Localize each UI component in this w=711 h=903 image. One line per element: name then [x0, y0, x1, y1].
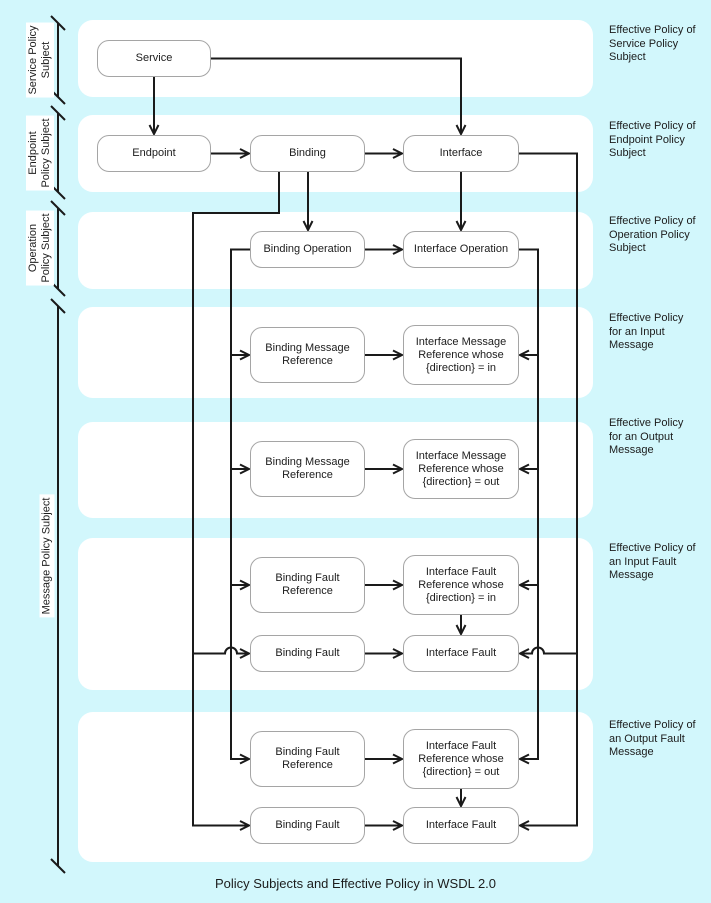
node-binding-fault-output: Binding Fault — [250, 807, 365, 844]
label-service-policy-subject: Service Policy Subject — [26, 22, 54, 98]
label-endpoint-policy-subject: Endpoint Policy Subject — [26, 115, 54, 191]
label-effective-policy-endpoint: Effective Policy of Endpoint Policy Subj… — [609, 120, 696, 159]
connector-endpoint-to-binding — [211, 148, 252, 159]
node-interface-fault-reference-output: Interface Fault Reference whose {directi… — [403, 729, 519, 789]
connector-binding-fault-reference-out-to-interface-fault-reference-out — [365, 753, 405, 765]
connector-interface-fault-reference-out-to-interface-fault — [455, 789, 467, 809]
node-binding-operation: Binding Operation — [250, 231, 365, 268]
bracket-message-policy-subject — [50, 298, 66, 874]
label-effective-policy-output-fault: Effective Policy of an Output Fault Mess… — [609, 719, 696, 758]
node-endpoint: Endpoint — [97, 135, 211, 172]
connector-interface-operation-to-references — [517, 248, 539, 765]
connector-binding-to-binding-fault-output — [192, 172, 280, 831]
label-effective-policy-service: Effective Policy of Service Policy Subje… — [609, 24, 696, 63]
node-binding-message-reference-output: Binding Message Reference — [250, 441, 365, 497]
label-message-policy-subject: Message Policy Subject — [39, 494, 55, 618]
connector-binding-to-binding-fault-input — [193, 646, 252, 659]
node-binding-fault-reference-input: Binding Fault Reference — [250, 557, 365, 613]
label-effective-policy-output-message: Effective Policy for an Output Message — [609, 417, 684, 456]
label-effective-policy-input-fault: Effective Policy of an Input Fault Messa… — [609, 542, 696, 581]
connector-interface-to-interface-operation — [455, 172, 467, 233]
connector-binding-fault-out-to-interface-fault-out — [365, 820, 405, 831]
label-effective-policy-input-message: Effective Policy for an Input Message — [609, 312, 684, 351]
connector-binding-fault-in-to-interface-fault-in — [365, 648, 405, 659]
node-binding-message-reference-input: Binding Message Reference — [250, 327, 365, 383]
node-interface-operation: Interface Operation — [403, 231, 519, 268]
connector-binding-message-reference-in-to-interface-message-reference-in — [365, 349, 405, 361]
connector-binding-operation-to-references — [230, 248, 252, 765]
node-service: Service — [97, 40, 211, 77]
connector-service-to-interface — [211, 57, 467, 137]
node-interface-fault-input: Interface Fault — [403, 635, 519, 672]
node-interface: Interface — [403, 135, 519, 172]
node-binding-fault-input: Binding Fault — [250, 635, 365, 672]
connector-binding-to-interface — [365, 148, 405, 159]
node-interface-message-reference-input: Interface Message Reference whose {direc… — [403, 325, 519, 385]
node-binding-fault-reference-output: Binding Fault Reference — [250, 731, 365, 787]
node-binding: Binding — [250, 135, 365, 172]
diagram-caption: Policy Subjects and Effective Policy in … — [214, 876, 497, 891]
node-interface-fault-reference-input: Interface Fault Reference whose {directi… — [403, 555, 519, 615]
node-interface-fault-output: Interface Fault — [403, 807, 519, 844]
label-effective-policy-operation: Effective Policy of Operation Policy Sub… — [609, 215, 696, 254]
connector-binding-to-binding-operation — [302, 172, 314, 233]
connector-binding-fault-reference-in-to-interface-fault-reference-in — [365, 579, 405, 591]
node-interface-message-reference-output: Interface Message Reference whose {direc… — [403, 439, 519, 499]
connector-interface-fault-reference-in-to-interface-fault — [455, 615, 467, 637]
connector-binding-message-reference-out-to-interface-message-reference-out — [365, 463, 405, 475]
connector-binding-operation-to-interface-operation — [365, 244, 405, 255]
label-operation-policy-subject: Operation Policy Subject — [26, 210, 54, 286]
connector-service-to-endpoint — [148, 77, 160, 137]
connector-interface-to-interface-faults — [517, 152, 578, 831]
